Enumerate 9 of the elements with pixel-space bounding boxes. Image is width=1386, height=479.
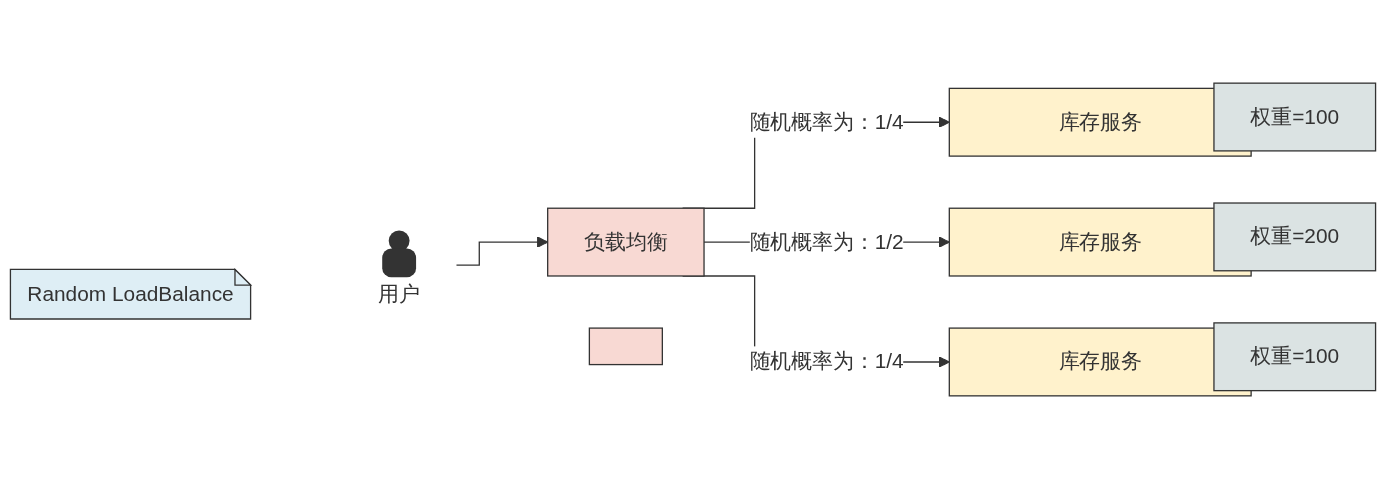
- edge-label: 随机概率为：1/4: [749, 350, 904, 373]
- edge-label: 随机概率为：1/4: [749, 110, 904, 133]
- edge-label: 随机概率为：1/2: [749, 230, 904, 253]
- node-box: 权重=100: [1213, 322, 1377, 392]
- node-box: 负载均衡: [547, 207, 705, 277]
- node-box: 权重=200: [1213, 202, 1377, 272]
- node-text: 用户: [378, 282, 420, 305]
- node-box: 权重=100: [1213, 82, 1377, 152]
- node-box: [588, 327, 663, 366]
